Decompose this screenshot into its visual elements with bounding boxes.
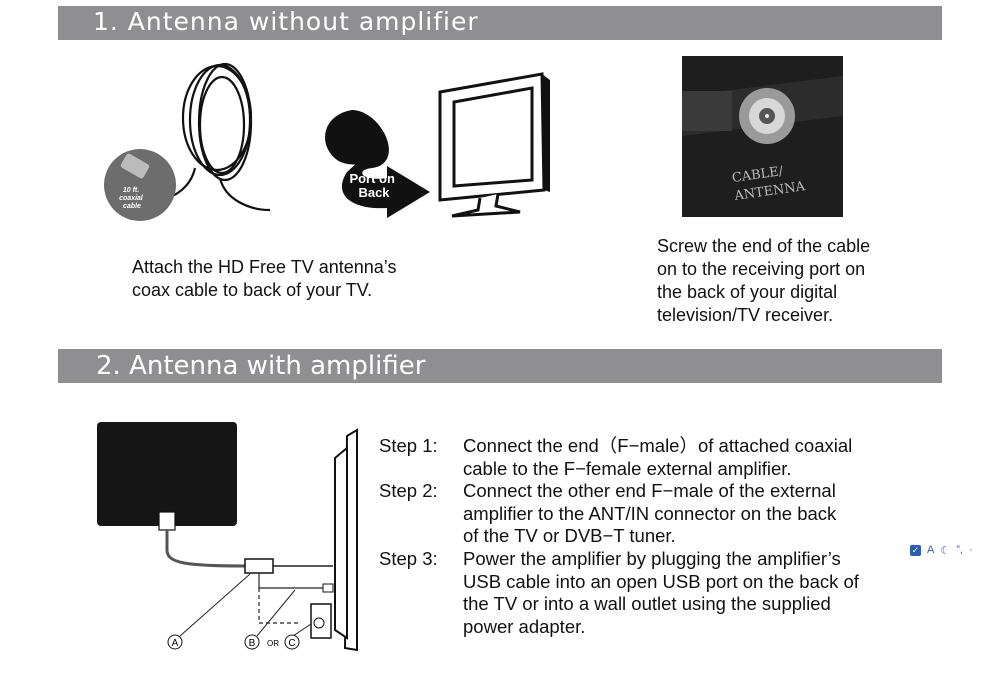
coax-connector-icon xyxy=(120,153,150,179)
font-button[interactable]: A xyxy=(927,544,935,556)
step-2-text: Connect the other end F−male of the exte… xyxy=(463,480,837,547)
svg-text:Port on Back: Port on Back xyxy=(349,171,398,200)
coax-cable-illustration: 10 ft. coaxial cable xyxy=(104,62,271,221)
label-b: B xyxy=(249,638,256,649)
step-1: Step 1: Connect the end（F−male）of attach… xyxy=(379,435,959,480)
connector-label-line1: CABLE/ xyxy=(731,164,785,186)
svg-text:10 ft. coaxial cable: 10 ft. coaxial cable xyxy=(119,187,145,210)
tv-monitor-illustration xyxy=(438,72,550,218)
amplifier-wiring-diagram: A B OR C xyxy=(97,422,358,652)
more-icon[interactable]: · xyxy=(968,544,973,556)
step-2-label: Step 2: xyxy=(379,480,438,502)
caption-attach: Attach the HD Free TV antenna’s coax cab… xyxy=(132,257,397,300)
punctuation-icon[interactable]: ”, xyxy=(956,544,963,556)
cable-label-line2: coaxial xyxy=(119,195,144,202)
port-on-back-arrow-icon: Port on Back xyxy=(325,110,430,218)
floating-toolbar[interactable]: ✓ A ☾ ”, · xyxy=(906,539,1000,561)
label-c: C xyxy=(288,638,295,649)
caption-screw: Screw the end of the cable on to the rec… xyxy=(657,236,871,325)
steps-list: Step 1: Connect the end（F−male）of attach… xyxy=(379,435,959,638)
step-2: Step 2: Connect the other end F−male of … xyxy=(379,480,959,548)
port-label-line2: Back xyxy=(358,185,390,200)
section2-banner: 2. Antenna with amplifier xyxy=(58,349,942,383)
section1-title: 1. Antenna without amplifier xyxy=(93,7,479,36)
section1-banner: 1. Antenna without amplifier xyxy=(58,6,942,40)
label-or: OR xyxy=(267,639,279,648)
cable-label-line1: 10 ft. xyxy=(123,187,139,194)
step-3-label: Step 3: xyxy=(379,547,438,569)
moon-icon[interactable]: ☾ xyxy=(940,544,951,557)
connector-photo: CABLE/ ANTENNA xyxy=(682,56,843,217)
step-3: Step 3: Power the amplifier by plugging … xyxy=(379,548,959,638)
step-3-text: Power the amplifier by plugging the ampl… xyxy=(463,547,859,637)
checkbox-icon[interactable]: ✓ xyxy=(910,544,921,556)
port-label-line1: Port on xyxy=(349,171,395,186)
step-1-text: Connect the end（F−male）of attached coaxi… xyxy=(463,435,853,479)
amplifier-box xyxy=(244,558,274,574)
antenna-panel xyxy=(97,422,237,526)
label-a: A xyxy=(172,638,179,649)
step-1-label: Step 1: xyxy=(379,435,438,456)
cable-label-line3: cable xyxy=(123,203,141,210)
section2-title: 2. Antenna with amplifier xyxy=(96,351,426,381)
